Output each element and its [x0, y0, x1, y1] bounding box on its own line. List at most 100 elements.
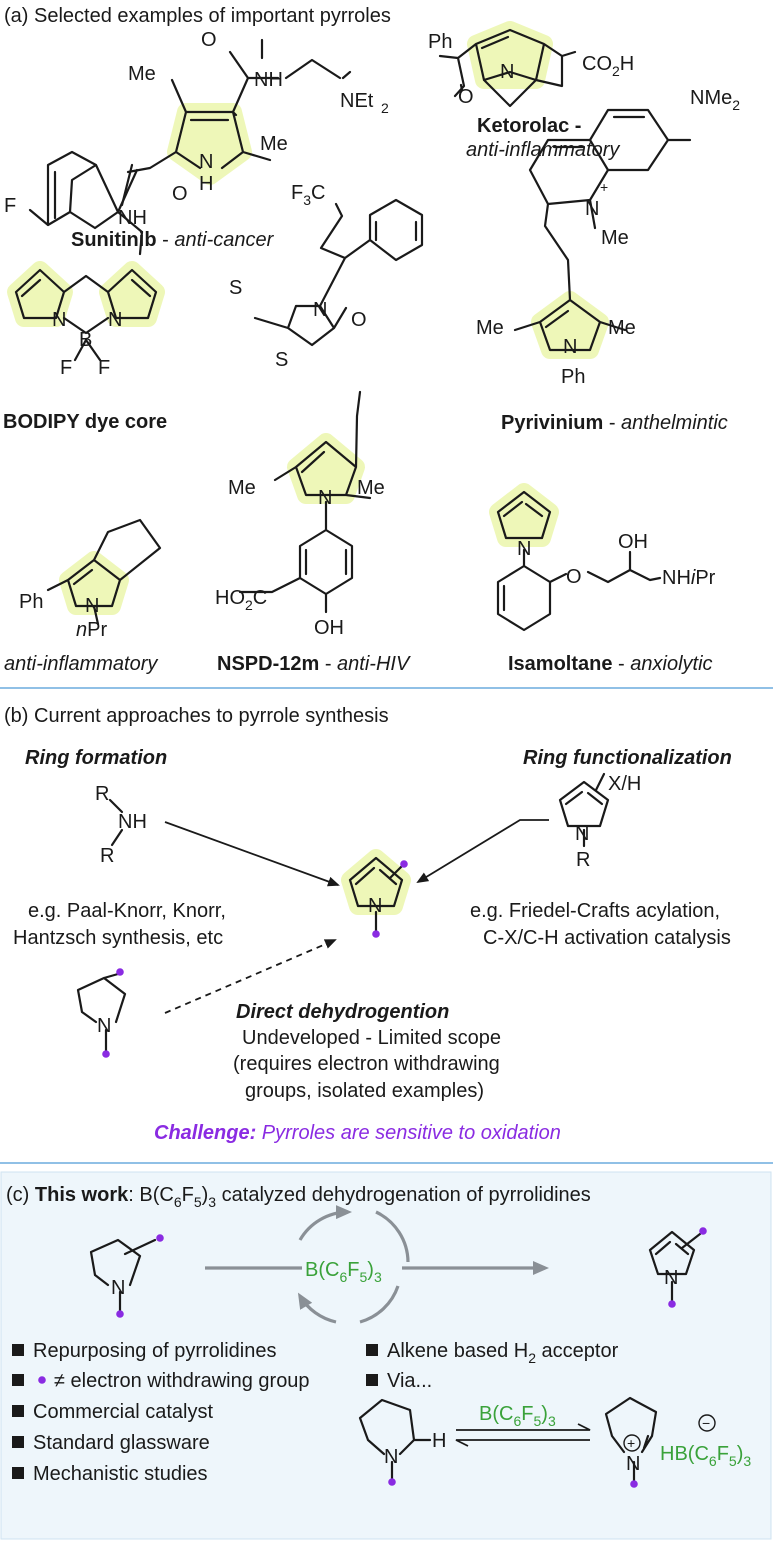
cycle-arrow-bottom-right — [359, 1285, 400, 1324]
iminium-n-dot — [630, 1480, 638, 1488]
svg-text:HO2C: HO2C — [215, 587, 267, 613]
bullet-square — [366, 1344, 378, 1356]
svg-text:NEt: NEt — [340, 90, 374, 112]
svg-text:R: R — [95, 783, 109, 805]
svg-text:−: − — [702, 1415, 710, 1431]
svg-text:N: N — [575, 823, 589, 845]
svg-text:Ph: Ph — [19, 591, 43, 613]
svg-text:Me: Me — [608, 317, 636, 339]
svg-text:OH: OH — [314, 617, 344, 639]
svg-text:nPr: nPr — [76, 619, 107, 641]
direct-dehydrogenation-line-1: Undeveloped - Limited scope — [242, 1027, 501, 1049]
svg-text:H: H — [199, 173, 213, 195]
bullet-square — [12, 1405, 24, 1417]
borohydride-charge-circle — [698, 1414, 716, 1432]
svg-text:R: R — [100, 845, 114, 867]
product-substituent-dot — [699, 1227, 707, 1235]
svg-text:O: O — [458, 86, 474, 108]
svg-text:N: N — [517, 538, 531, 560]
bullet-2: ≠ electron withdrawing group — [54, 1370, 310, 1392]
pyrrolidine-substituent-dot — [116, 968, 124, 976]
pyrrolidine-n-dot — [102, 1050, 110, 1058]
nspd-structure: S O S N F3C Me Me N HO2C OH — [215, 182, 424, 639]
svg-text:+: + — [627, 1435, 635, 1451]
bodipy-structure: N N B F F — [7, 261, 165, 379]
svg-text:N: N — [318, 487, 332, 509]
pyrivinium-structure: Me Me N Ph N + Me NMe2 — [476, 87, 740, 388]
svg-text:F: F — [60, 357, 72, 379]
mechanism-iminium: + N — [604, 1396, 658, 1488]
svg-text:N: N — [563, 336, 577, 358]
svg-text:N: N — [664, 1267, 678, 1289]
pyrrolidine-structure-c: N — [89, 1234, 164, 1318]
svg-text:F3C: F3C — [291, 182, 325, 208]
svg-text:S: S — [229, 277, 242, 299]
catalyst-label: B(C6F5)3 — [305, 1259, 382, 1285]
substituent-dot — [400, 860, 408, 868]
ring-formation-examples-1: e.g. Paal-Knorr, Knorr, — [28, 900, 226, 922]
svg-text:Ph: Ph — [428, 31, 452, 53]
mechanism-pyrrolidine: N H — [358, 1398, 446, 1486]
svg-text:NH: NH — [254, 69, 283, 91]
svg-text:N: N — [500, 61, 514, 83]
bullet-5: Mechanistic studies — [33, 1463, 208, 1485]
dehydrogenation-dashed-arrow — [164, 939, 337, 1014]
svg-text:2: 2 — [381, 100, 389, 116]
functionalizable-pyrrole-structure: X/H N R — [558, 772, 641, 871]
bullet-square — [12, 1467, 24, 1479]
anti-inflammatory-caption: anti-inflammatory — [4, 653, 158, 675]
sunitinib-structure: Me O NH NEt 2 N H Me F O NH — [4, 29, 389, 256]
bullet-square — [12, 1374, 24, 1386]
nspd-caption: NSPD-12m - anti-HIV — [217, 653, 411, 675]
ketorolac-structure: Ph O N CO2H — [428, 21, 634, 108]
svg-text:O: O — [351, 309, 367, 331]
pyrivinium-caption: Pyrivinium - anthelmintic — [501, 412, 728, 434]
direct-dehydrogenation-line-2: (requires electron withdrawing — [233, 1053, 500, 1075]
svg-text:O: O — [172, 183, 188, 205]
pyrrolidine-structure-b: N — [76, 968, 127, 1058]
pyrrolidine-c-substituent-dot — [156, 1234, 164, 1242]
direct-dehydrogenation-line-3: groups, isolated examples) — [245, 1080, 484, 1102]
svg-text:NMe2: NMe2 — [690, 87, 740, 113]
bullet-4: Standard glassware — [33, 1432, 210, 1454]
bullet-square — [366, 1374, 378, 1386]
svg-text:B: B — [79, 329, 92, 351]
bullet-via: Via... — [387, 1370, 432, 1392]
cycle-arrow-top-left — [298, 1205, 352, 1241]
svg-text:CO2H: CO2H — [582, 53, 634, 79]
svg-text:OH: OH — [618, 531, 648, 553]
svg-text:NH: NH — [118, 811, 147, 833]
svg-text:H: H — [432, 1430, 446, 1452]
substituent-dot-legend — [38, 1376, 46, 1384]
bullet-acceptor: Alkene based H2 acceptor — [387, 1340, 619, 1366]
svg-text:S: S — [275, 349, 288, 371]
ketorolac-name: Ketorolac - — [477, 115, 581, 137]
mechanism-catalyst-label: B(C6F5)3 — [479, 1403, 556, 1429]
sunitinib-caption: Sunitinib - anti-cancer — [71, 229, 275, 251]
svg-text:NHiPr: NHiPr — [662, 567, 716, 589]
bullet-1: Repurposing of pyrrolidines — [33, 1340, 276, 1362]
challenge-statement: Challenge: Pyrroles are sensitive to oxi… — [154, 1122, 561, 1144]
ring-functionalization-arrow — [416, 819, 549, 884]
ring-functionalization-title: Ring functionalization — [523, 747, 732, 769]
secondary-amine-structure: R NH R — [95, 783, 147, 867]
forward-equilibrium-arrow — [456, 1423, 591, 1431]
svg-text:N: N — [313, 299, 327, 321]
svg-text:N: N — [368, 895, 382, 917]
mechanism-n-dot — [388, 1478, 396, 1486]
bodipy-caption: BODIPY dye core — [3, 411, 167, 433]
svg-text:N: N — [384, 1446, 398, 1468]
borohydride-label: HB(C6F5)3 — [660, 1443, 751, 1469]
features-list-left: Repurposing of pyrrolidines ≠ electron w… — [12, 1340, 310, 1485]
catalyst-label-bg — [302, 1253, 402, 1283]
pyrrolidine-c-n-dot — [116, 1310, 124, 1318]
svg-text:Me: Me — [228, 477, 256, 499]
svg-text:N: N — [585, 198, 599, 220]
ring-functionalization-examples-1: e.g. Friedel-Crafts acylation, — [470, 900, 720, 922]
section-c-header: (c) This work: B(C6F5)3 catalyzed dehydr… — [6, 1184, 591, 1210]
svg-text:Me: Me — [357, 477, 385, 499]
svg-text:F: F — [98, 357, 110, 379]
bullet-square — [12, 1344, 24, 1356]
isamoltane-structure: N O OH NHiPr — [489, 483, 716, 632]
